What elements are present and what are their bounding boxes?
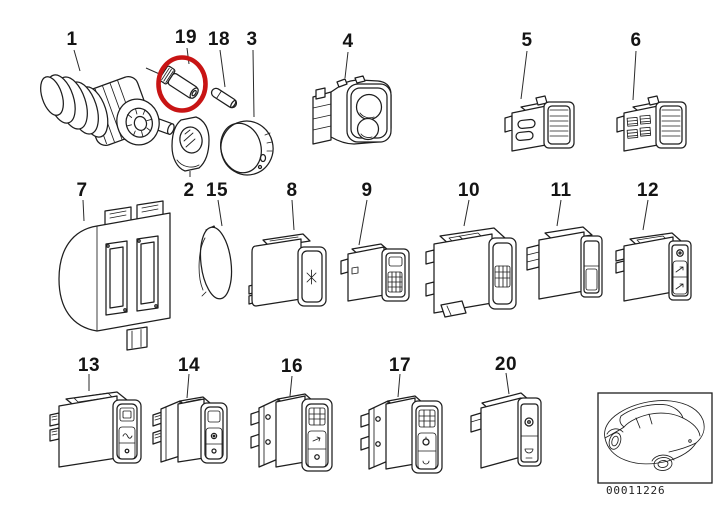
part-7-housing-drawing	[58, 200, 171, 351]
part-label-10: 10	[457, 180, 481, 201]
part-14-switch-drawing	[152, 396, 228, 464]
part-label-5: 5	[521, 30, 533, 51]
car-icon	[604, 400, 705, 471]
part-label-9: 9	[361, 180, 373, 201]
diagram-code: 00011226	[606, 484, 666, 497]
part-9-switch-drawing	[340, 243, 410, 302]
part-label-1: 1	[66, 29, 78, 50]
part-label-4: 4	[342, 31, 354, 52]
part-label-6: 6	[630, 30, 642, 51]
part-label-20: 20	[494, 354, 518, 375]
part-2-ring-drawing	[171, 116, 210, 172]
part-4-switch-drawing	[312, 75, 392, 145]
part-label-11: 11	[550, 180, 572, 201]
highlight-circle	[156, 55, 208, 113]
part-label-19: 19	[174, 27, 198, 48]
part-10-switch-drawing	[425, 227, 517, 318]
part-3-knob-drawing	[220, 120, 274, 176]
part-label-13: 13	[77, 355, 101, 376]
part-label-17: 17	[388, 355, 412, 376]
part-8-switch-drawing	[248, 233, 327, 307]
part-label-8: 8	[286, 180, 298, 201]
part-1-ignition-lock-drawing	[40, 74, 175, 146]
part-17-switch-drawing	[360, 395, 443, 474]
part-5-switch-drawing	[504, 95, 575, 152]
part-label-2: 2	[183, 180, 195, 201]
part-18-pin-drawing	[210, 87, 238, 109]
part-13-switch-drawing	[49, 391, 142, 468]
part-15-cover-drawing	[198, 225, 233, 300]
part-12-switch-drawing	[615, 232, 692, 302]
part-label-14: 14	[177, 355, 201, 376]
part-label-15: 15	[205, 180, 229, 201]
part-label-12: 12	[636, 180, 660, 201]
car-thumbnail-box	[597, 392, 713, 484]
part-19-barrel-drawing	[158, 65, 199, 99]
part-20-switch-drawing	[470, 392, 542, 469]
part-label-3: 3	[246, 29, 258, 50]
part-label-18: 18	[207, 29, 231, 50]
car-thumbnail	[597, 392, 713, 484]
part-label-16: 16	[280, 356, 304, 377]
part-label-7: 7	[76, 180, 88, 201]
part-11-switch-drawing	[526, 226, 603, 300]
part-16-switch-drawing	[250, 393, 333, 472]
part-6-switch-drawing	[616, 95, 687, 152]
